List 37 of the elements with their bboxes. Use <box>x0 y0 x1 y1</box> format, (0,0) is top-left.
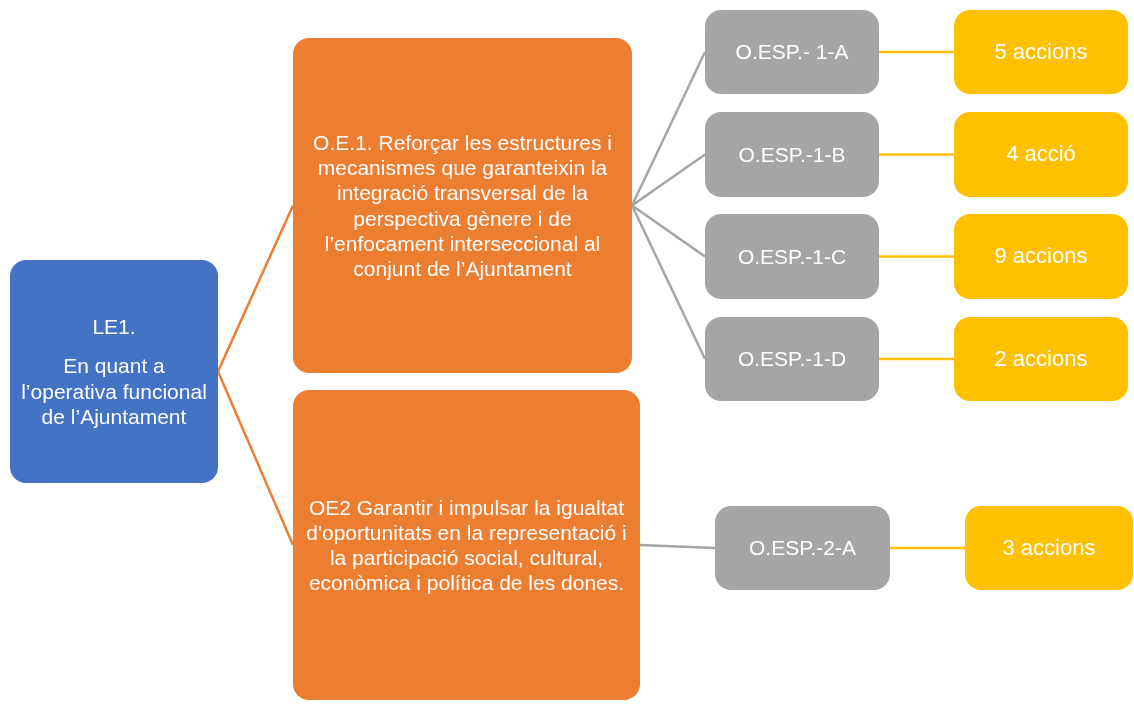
node-text: 9 accions <box>994 243 1088 270</box>
action-count-box <box>954 214 1128 299</box>
objective-box <box>715 506 890 590</box>
connector-line <box>639 543 716 550</box>
objective-box <box>293 38 632 373</box>
node-text: O.ESP.-1-D <box>737 346 847 372</box>
node-text: 5 accions <box>994 38 1088 66</box>
node-text: O.E.1. Reforçar les estructures i mecanismes que garanteixin la integració transversal de la perspectiva gènere i de l’enfocament interseccional al conjunt de l’Ajuntament <box>312 129 613 282</box>
node-text: O.ESP.- 1-A <box>735 39 849 65</box>
node-heading: LE1. <box>92 314 136 340</box>
objective-box <box>293 390 640 700</box>
node-text: O.ESP.-2-A <box>749 535 856 561</box>
objective-box <box>10 260 218 483</box>
objective-box <box>705 214 879 299</box>
node-text: O.ESP.-1-C <box>737 243 847 270</box>
objective-box <box>705 112 879 197</box>
connector-line <box>631 204 706 258</box>
node-text: En quant a l’operativa funcional de l’Ajuntament <box>20 353 208 429</box>
action-count-box <box>954 112 1128 197</box>
connector-line <box>879 255 954 258</box>
node-text: OE2 Garantir i impulsar la igualtat d'oportunitats en la representació i la participació social, cultural, econòmica i política de les dones. <box>305 494 628 596</box>
connector-line <box>879 153 954 156</box>
connector-line <box>879 357 954 361</box>
node-text: 4 acció <box>1006 141 1076 168</box>
action-count-box <box>965 506 1133 590</box>
action-count-box <box>954 317 1128 401</box>
objective-box <box>705 317 879 401</box>
connector-line <box>890 546 965 550</box>
action-count-box <box>954 10 1128 94</box>
connector-line <box>879 50 954 54</box>
connector-line <box>216 205 295 372</box>
connector-line <box>216 371 295 546</box>
node-text: 3 accions <box>1002 534 1096 562</box>
objective-box <box>705 10 879 94</box>
node-text: O.ESP.-1-B <box>738 141 846 168</box>
node-text: 2 accions <box>994 345 1088 373</box>
connector-line <box>631 153 706 207</box>
